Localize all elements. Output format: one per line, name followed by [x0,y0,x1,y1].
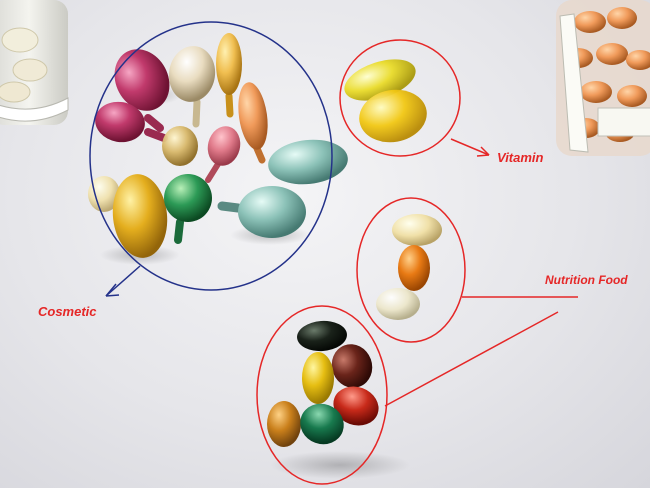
cosmetic-arrow [105,265,141,297]
nutrition-food-label: Nutrition Food [545,273,628,287]
jar-left [0,0,69,125]
cosmetic-capsules [88,33,348,258]
vitamin-circle [339,39,461,157]
vitamin-arrow [450,138,490,156]
vitamin-capsules [344,59,427,143]
cosmetic-annotation [89,21,333,297]
jar-right [556,0,650,156]
cosmetic-circle [89,21,333,291]
nutrition-line-lower [384,311,559,407]
nutrition-circle-lower [256,305,388,485]
vitamin-label: Vitamin [497,150,544,165]
nutrition-circle-upper [356,197,466,343]
nutrition-annotation [256,197,578,485]
cosmetic-label: Cosmetic [38,304,97,319]
nutrition-capsules [267,214,442,447]
vitamin-annotation [339,39,490,157]
cosmetic-arrowhead [105,283,120,297]
vitamin-arrowhead [476,146,490,157]
